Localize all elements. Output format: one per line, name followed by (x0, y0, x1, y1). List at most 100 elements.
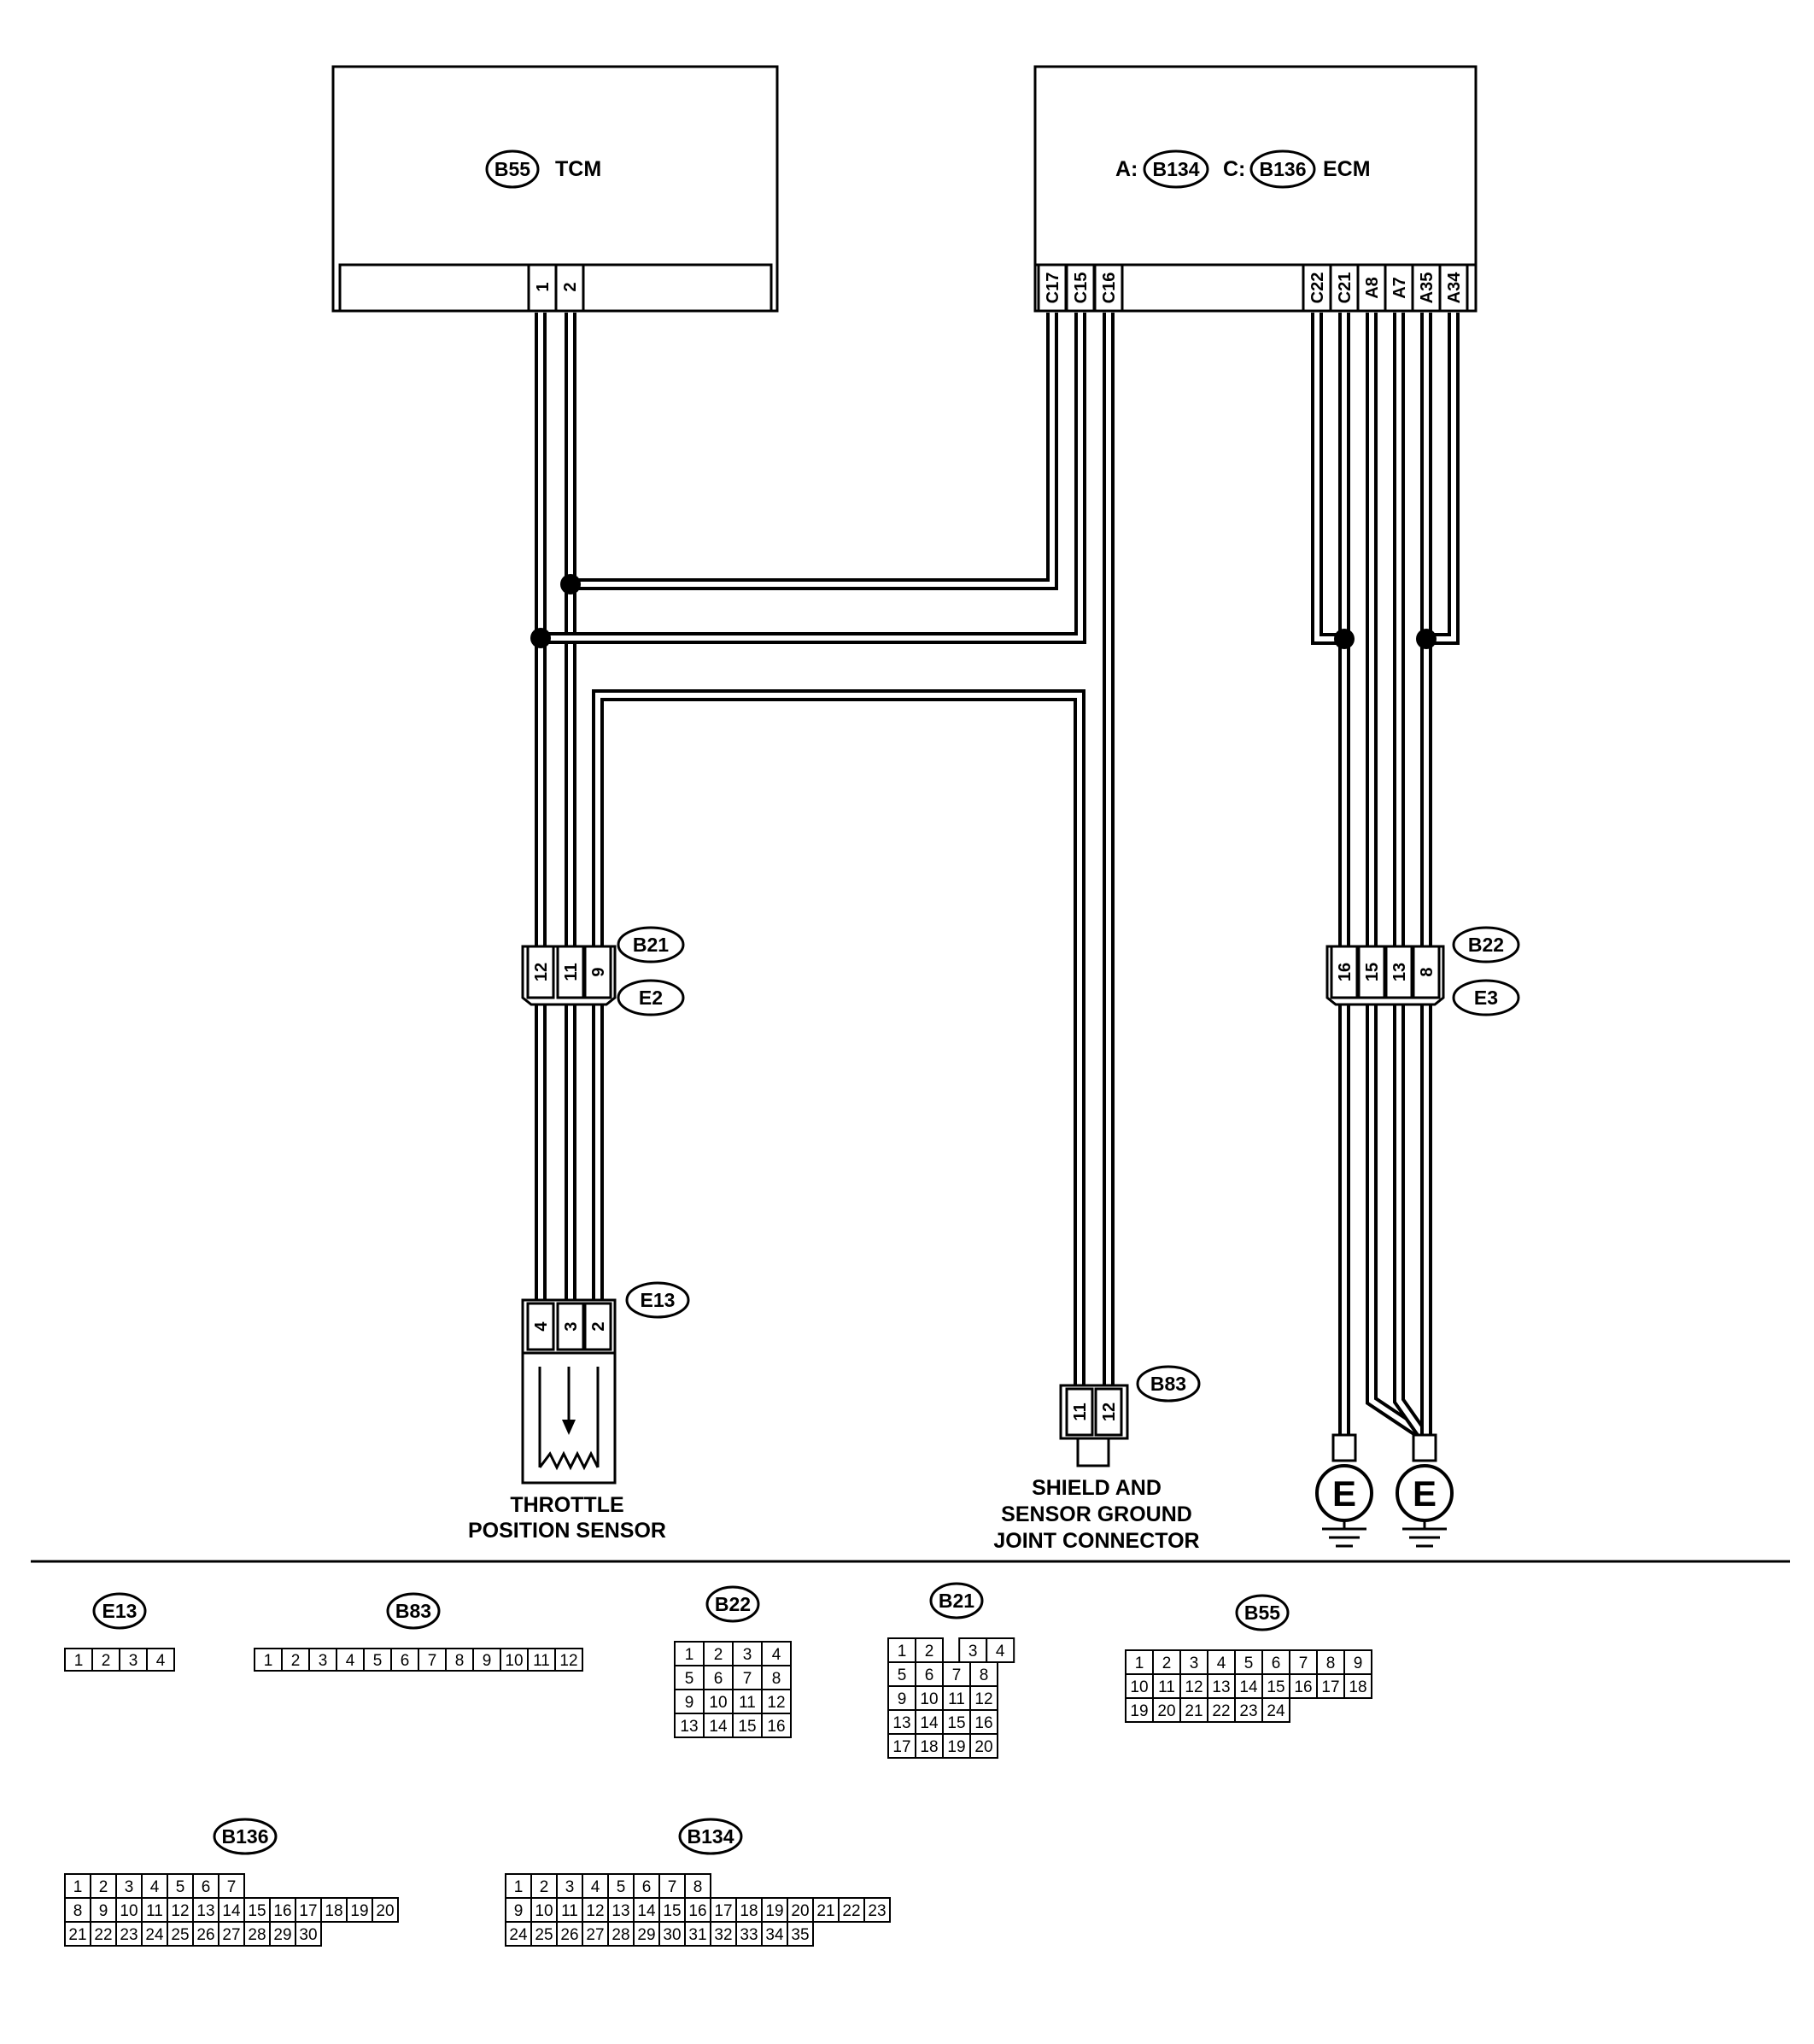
b55-cavity-number: 4 (1217, 1655, 1226, 1672)
b21-cavity-number: 13 (892, 1714, 910, 1732)
ecm-connector-c-oval (1249, 149, 1316, 189)
b21-cavity-number: 20 (974, 1738, 992, 1756)
b21-cavity-number: 6 (925, 1666, 934, 1684)
b134-cavity-number: 28 (611, 1926, 629, 1944)
b22-cavity-number: 3 (743, 1646, 752, 1664)
splice-dot (560, 574, 581, 594)
b55-cavity-number: 13 (1212, 1678, 1230, 1696)
b136-cavity-number: 22 (94, 1926, 112, 1944)
wire-a7-core (1396, 313, 1425, 1437)
b21-cavity (942, 1709, 971, 1735)
b136-cavity (218, 1921, 245, 1947)
b83-cavity-number: 7 (428, 1652, 437, 1670)
b136-cavity-number: 15 (248, 1902, 266, 1920)
b55-cavity (1316, 1649, 1345, 1675)
b134-cavity-number: 32 (714, 1926, 732, 1944)
wire-c22-c21 (1311, 313, 1350, 645)
b134-cavity (505, 1873, 532, 1899)
b134-cavity-number: 23 (868, 1902, 886, 1920)
b55-view-label: B55 (1244, 1602, 1280, 1624)
b22-cavity-number: 2 (714, 1646, 723, 1664)
b21-view-label: B21 (939, 1590, 974, 1612)
b55-cavity-number: 16 (1294, 1678, 1312, 1696)
b22-cavity (761, 1713, 792, 1738)
b134-cavity-number: 16 (688, 1902, 706, 1920)
b21-cavity-number: 15 (947, 1714, 965, 1732)
e13-cavity-number: 1 (74, 1652, 84, 1670)
b136-cavity-number: 19 (350, 1902, 368, 1920)
b134-view-label: B134 (688, 1825, 734, 1848)
ecm-pin: A34 (1445, 272, 1464, 304)
b136-cavity (115, 1897, 143, 1923)
b83-cavity (527, 1648, 556, 1672)
ecm-label: ECM (1323, 157, 1371, 181)
wire-a35-a34 (1420, 313, 1460, 645)
b22-label: B22 (1468, 934, 1504, 956)
b22-cavity (703, 1713, 734, 1738)
b136-cavity-number: 17 (299, 1902, 317, 1920)
b21-pin: 12 (532, 963, 551, 981)
b136-cavity-number: 9 (99, 1902, 108, 1920)
tcm-pin-cell (554, 263, 585, 313)
tcm-connector-label-oval (485, 149, 540, 189)
b55-cavity-number: 18 (1349, 1678, 1366, 1696)
b22-cavity-number: 8 (772, 1670, 781, 1688)
b22-view-label-oval (705, 1585, 760, 1623)
b136-cavity (243, 1921, 271, 1947)
b134-cavity-number: 34 (765, 1926, 784, 1944)
sensor-pin: 4 (532, 1321, 551, 1332)
b55-cavity (1125, 1673, 1154, 1699)
b55-cavity (1179, 1697, 1208, 1723)
b55-cavity-number: 24 (1267, 1702, 1285, 1720)
b22-cavity-number: 6 (714, 1670, 723, 1688)
b22-cavity (732, 1641, 763, 1666)
b55-cavity (1152, 1697, 1181, 1723)
b55-cavity-number: 11 (1158, 1678, 1175, 1696)
b136-cavity (115, 1921, 143, 1947)
b55-cavity-number: 14 (1239, 1678, 1258, 1696)
b136-cavity (64, 1921, 91, 1947)
b83-cavity-number: 9 (483, 1652, 492, 1670)
b55-view-label-oval (1235, 1594, 1290, 1631)
b83-cavity-number: 6 (401, 1652, 410, 1670)
b134-cavity (684, 1921, 711, 1947)
b134-cavity (505, 1921, 532, 1947)
b134-cavity-number: 7 (668, 1878, 677, 1896)
b134-cavity-number: 9 (514, 1902, 524, 1920)
b22-cavity-number: 9 (685, 1694, 694, 1712)
b22-label-oval (1452, 926, 1520, 963)
b134-cavity (838, 1897, 865, 1923)
b22-pin: 8 (1418, 967, 1437, 976)
b22-pin: 15 (1363, 963, 1382, 981)
b83-cavity (254, 1648, 283, 1672)
b55-cavity-number: 9 (1354, 1655, 1363, 1672)
b136-view-label: B136 (222, 1825, 269, 1848)
b136-cavity-number: 21 (68, 1926, 86, 1944)
b136-cavity-number: 14 (222, 1902, 241, 1920)
b55-cavity (1316, 1673, 1345, 1699)
b83-cavity (418, 1648, 447, 1672)
b83-label-oval (1136, 1365, 1201, 1403)
b55-cavity-number: 15 (1267, 1678, 1284, 1696)
b136-cavity-number: 23 (120, 1926, 138, 1944)
ecm-pin: A7 (1390, 277, 1409, 299)
b55-cavity (1261, 1697, 1290, 1723)
b55-cavity (1261, 1649, 1290, 1675)
b134-cavity-number: 22 (842, 1902, 860, 1920)
b136-cavity (167, 1873, 194, 1899)
e13-cavity (119, 1648, 148, 1672)
b21-cavity-number: 14 (920, 1714, 939, 1732)
b55-cavity-number: 1 (1135, 1655, 1144, 1672)
sensor-pin: 3 (562, 1321, 581, 1331)
b136-cavity-number: 20 (376, 1902, 394, 1920)
b55-cavity-number: 21 (1185, 1702, 1203, 1720)
wire-c17 (571, 313, 1058, 590)
b21-cavity-number: 4 (996, 1643, 1005, 1660)
b134-cavity (787, 1921, 814, 1947)
e13-cavity (91, 1648, 120, 1672)
b83-label: B83 (1150, 1373, 1186, 1395)
splice-dot (1416, 629, 1437, 649)
e13-view-label-oval (92, 1592, 147, 1630)
b136-cavity-number: 18 (325, 1902, 342, 1920)
